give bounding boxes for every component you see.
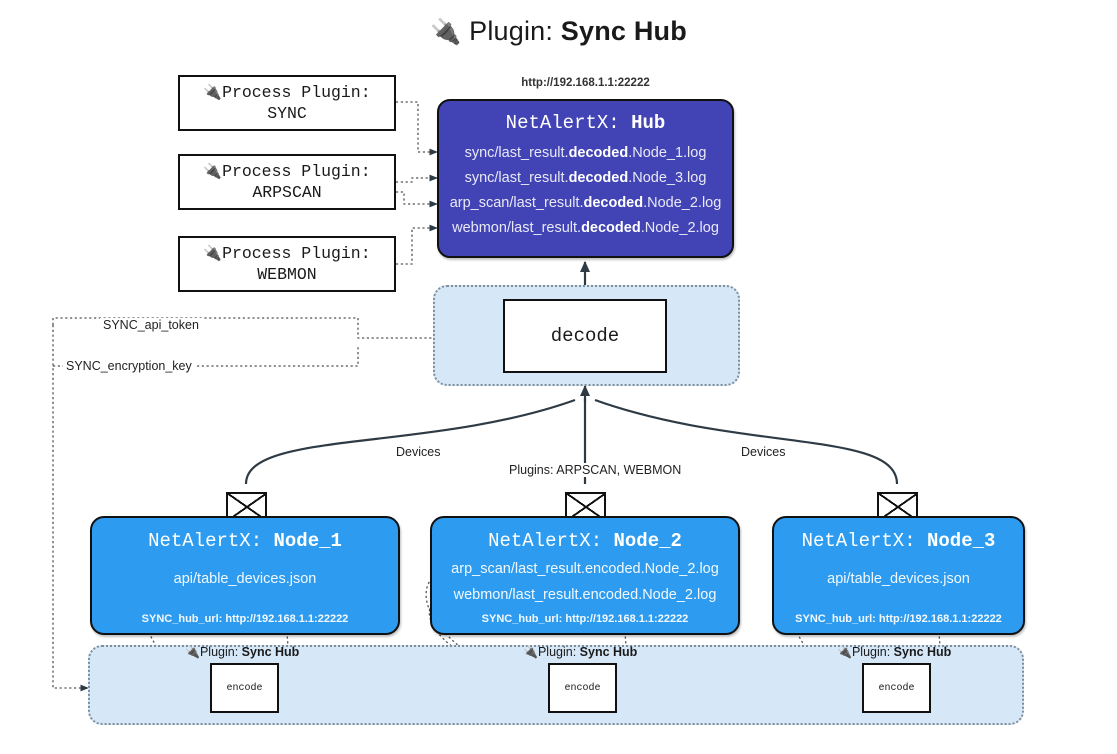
plug-icon: 🔌 [203, 244, 223, 262]
node-card-node-2[interactable]: NetAlertX: Node_2 arp_scan/last_result.e… [430, 516, 740, 635]
edge-label-plugins: Plugins: ARPSCAN, WEBMON [506, 463, 685, 477]
encode-box[interactable]: encode [548, 663, 617, 713]
node-footer-hub-url: SYNC_hub_url: http://192.168.1.1:22222 [481, 613, 689, 625]
hub-log-post: .Node_2.log [643, 195, 722, 211]
encode-plugin-label: 🔌Plugin: Sync Hub [837, 645, 951, 659]
hub-log-line: webmon/last_result.decoded.Node_2.log [439, 216, 732, 241]
hub-log-pre: webmon/last_result. [452, 220, 582, 236]
hub-log-pre: arp_scan/last_result. [449, 195, 584, 211]
encode-plugin-label-strong: Sync Hub [241, 645, 300, 659]
node-title: NetAlertX: Node_1 [92, 530, 398, 552]
encode-plugin-label-lead: Plugin: [537, 645, 580, 659]
hub-node[interactable]: NetAlertX: Hub sync/last_result.decoded.… [437, 99, 734, 258]
encode-plugin-label-strong: Sync Hub [579, 645, 638, 659]
plug-icon: 🔌 [203, 83, 223, 101]
process-plugin-line1: Process Plugin: [222, 243, 371, 263]
node-log-line: arp_scan/last_result.encoded.Node_2.log [451, 561, 719, 577]
edge-label-devices-left: Devices [393, 445, 444, 459]
edge-plugin-to-hub-group [396, 101, 438, 265]
node-card-node-1[interactable]: NetAlertX: Node_1 api/table_devices.json… [90, 516, 400, 635]
process-plugin-line1: Process Plugin: [222, 161, 371, 181]
hub-log-bold: decoded [581, 220, 641, 236]
node-title-name: Node_3 [927, 530, 996, 552]
node-title-prefix: NetAlertX: [488, 530, 614, 552]
node-footer-hub-url: SYNC_hub_url: http://192.168.1.1:22222 [141, 613, 349, 625]
hub-log-pre: sync/last_result. [464, 145, 569, 161]
hub-url-label: http://192.168.1.1:22222 [521, 77, 650, 89]
encode-plugin-label-strong: Sync Hub [893, 645, 952, 659]
config-label-api-token: SYNC_api_token [100, 318, 202, 332]
plug-icon: 🔌 [523, 645, 538, 659]
hub-log-post: .Node_3.log [628, 170, 707, 186]
decode-box[interactable]: decode [503, 299, 667, 373]
hub-log-list: sync/last_result.decoded.Node_1.log sync… [439, 141, 732, 241]
plug-icon: 🔌 [430, 18, 462, 46]
hub-title-prefix: NetAlertX: [505, 112, 632, 134]
hub-log-bold: decoded [568, 145, 629, 161]
process-plugin-box-arpscan[interactable]: 🔌Process Plugin: ARPSCAN [178, 154, 396, 210]
plug-icon: 🔌 [203, 162, 223, 180]
hub-log-post: .Node_1.log [628, 145, 707, 161]
node-title-prefix: NetAlertX: [801, 530, 927, 552]
process-plugin-line2: WEBMON [257, 265, 317, 284]
process-plugin-line2: SYNC [267, 104, 307, 123]
node-log-line: api/table_devices.json [827, 571, 970, 587]
hub-log-line: sync/last_result.decoded.Node_1.log [439, 141, 732, 166]
process-plugin-line1: Process Plugin: [222, 82, 371, 102]
plug-icon: 🔌 [185, 645, 200, 659]
node-title: NetAlertX: Node_2 [432, 530, 738, 552]
node-title-prefix: NetAlertX: [148, 530, 274, 552]
encode-plugin-label-lead: Plugin: [199, 645, 242, 659]
process-plugin-box-webmon[interactable]: 🔌Process Plugin: WEBMON [178, 236, 396, 292]
edge-label-devices-right: Devices [738, 445, 789, 459]
node-title-name: Node_1 [273, 530, 342, 552]
config-label-encryption-key: SYNC_encryption_key [63, 359, 195, 373]
process-plugin-line2: ARPSCAN [252, 183, 322, 202]
encode-plugin-label: 🔌Plugin: Sync Hub [523, 645, 637, 659]
hub-log-pre: sync/last_result. [464, 170, 569, 186]
encode-box[interactable]: encode [862, 663, 931, 713]
node-log-line: api/table_devices.json [173, 571, 317, 587]
hub-title: NetAlertX: Hub [439, 112, 732, 134]
plug-icon: 🔌 [837, 645, 852, 659]
node-card-node-3[interactable]: NetAlertX: Node_3 api/table_devices.json… [772, 516, 1025, 635]
page-title-lead: Plugin: [469, 16, 561, 46]
hub-log-bold: decoded [568, 170, 629, 186]
encode-plugin-label: 🔌Plugin: Sync Hub [185, 645, 299, 659]
hub-log-line: sync/last_result.decoded.Node_3.log [439, 166, 732, 191]
node-footer-hub-url: SYNC_hub_url: http://192.168.1.1:22222 [795, 613, 1002, 625]
page-title: 🔌 Plugin: Sync Hub [0, 16, 1117, 47]
node-log-line: webmon/last_result.encoded.Node_2.log [453, 587, 717, 603]
encode-plugin-label-lead: Plugin: [851, 645, 894, 659]
hub-log-post: .Node_2.log [640, 220, 719, 236]
process-plugin-box-sync[interactable]: 🔌Process Plugin: SYNC [178, 75, 396, 131]
hub-title-name: Hub [631, 112, 666, 134]
page-title-strong: Sync Hub [560, 16, 687, 46]
node-title-name: Node_2 [613, 530, 682, 552]
encode-box[interactable]: encode [210, 663, 279, 713]
hub-log-bold: decoded [583, 195, 644, 211]
node-title: NetAlertX: Node_3 [774, 530, 1023, 552]
hub-log-line: arp_scan/last_result.decoded.Node_2.log [439, 191, 732, 216]
